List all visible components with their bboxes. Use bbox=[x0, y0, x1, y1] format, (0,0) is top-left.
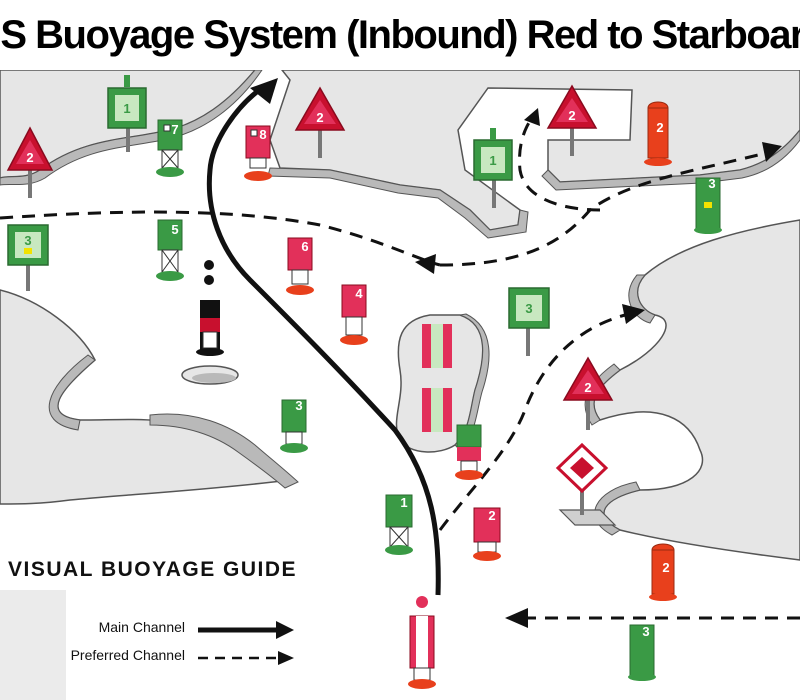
buoy-number: 7 bbox=[171, 122, 178, 137]
daybeacon-green-1-pier: 1 bbox=[473, 128, 513, 208]
buoy-number: 6 bbox=[301, 239, 308, 254]
can-buoy-green-3-southeast: 3 bbox=[628, 624, 656, 681]
buoy-number: 3 bbox=[642, 624, 649, 639]
preferred-pier-arrowhead bbox=[524, 108, 540, 126]
nun-buoy-red-4: 4 bbox=[340, 284, 368, 345]
shore-west-spit bbox=[149, 413, 299, 489]
can-buoy-green-3: 3 bbox=[280, 398, 308, 453]
channel-entrance-buoy bbox=[408, 596, 436, 689]
preferred-ne-arrowhead bbox=[762, 142, 782, 162]
shore-pier-ne bbox=[541, 129, 800, 191]
range-markers bbox=[422, 324, 452, 432]
main-channel-arrowhead bbox=[250, 78, 278, 104]
shore-west-inner bbox=[48, 354, 96, 431]
daybeacon-green-3-island: 3 bbox=[508, 287, 550, 356]
buoy-number: 5 bbox=[171, 222, 178, 237]
preferred-channel-west bbox=[0, 210, 441, 267]
buoy-number: 2 bbox=[568, 108, 575, 123]
daybeacon-green-3-west: 3 bbox=[7, 224, 49, 291]
buoy-number: 3 bbox=[24, 233, 31, 248]
nun-buoy-red-2: 2 bbox=[473, 507, 501, 561]
routes bbox=[0, 78, 800, 628]
buoy-number: 2 bbox=[656, 120, 663, 135]
preferred-channel-east bbox=[438, 313, 626, 531]
preferred-west-arrowhead bbox=[415, 254, 436, 274]
junction-buoy bbox=[455, 424, 483, 480]
visual-buoyage-guide-label: VISUAL BUOYAGE GUIDE bbox=[8, 558, 297, 581]
buoy-number: 1 bbox=[400, 495, 407, 510]
legend-preferred-channel-arrow bbox=[278, 651, 294, 665]
daybeacon-green-1-northwest: 1 bbox=[107, 75, 147, 152]
can-buoy-green-3-northeast: 3 bbox=[694, 176, 722, 234]
nun-buoy-red-8: 8 bbox=[244, 125, 272, 181]
land-masses bbox=[0, 70, 800, 561]
legend-panel bbox=[0, 590, 66, 700]
page-title: US Buoyage System (Inbound) Red to Starb… bbox=[0, 12, 800, 57]
legend-main-channel-arrow bbox=[276, 621, 294, 639]
buoy-number: 1 bbox=[123, 101, 130, 116]
buoy-number: 3 bbox=[708, 176, 715, 191]
buoy-number: 2 bbox=[26, 150, 33, 165]
buoy-number: 3 bbox=[525, 301, 532, 316]
legend-main-channel-label: Main Channel bbox=[99, 619, 185, 635]
preferred-south-arrowhead bbox=[505, 608, 528, 628]
daybeacon-red-2-northwest: 2 bbox=[6, 126, 54, 198]
main-channel-route bbox=[206, 85, 441, 596]
buoy-number: 2 bbox=[584, 380, 591, 395]
isolated-danger-buoy bbox=[196, 260, 224, 356]
buoy-number: 2 bbox=[488, 508, 495, 523]
shore-north-pier bbox=[267, 167, 529, 239]
shoal-rock-shore bbox=[192, 373, 236, 383]
shore-island bbox=[454, 313, 490, 451]
daybeacon-red-2-east-pier: 2 bbox=[546, 84, 598, 156]
daybeacon-red-2-pier: 2 bbox=[294, 86, 346, 158]
can-buoy-green-5: 5 bbox=[156, 219, 184, 281]
land-east bbox=[593, 219, 800, 561]
can-buoy-green-7: 7 bbox=[156, 119, 184, 177]
buoy-number: 4 bbox=[355, 286, 363, 301]
buoy-number: 2 bbox=[316, 110, 323, 125]
buoy-number: 1 bbox=[489, 153, 496, 168]
safe-water-diamond bbox=[555, 442, 609, 515]
can-buoy-green-1: 1 bbox=[385, 494, 413, 555]
buoy-number: 3 bbox=[295, 398, 302, 413]
nun-buoy-red-6: 6 bbox=[286, 237, 314, 295]
nun-buoy-orange-2-northeast: 2 bbox=[644, 101, 672, 166]
legend-preferred-channel-label: Preferred Channel bbox=[71, 647, 185, 663]
land-southeast-pier bbox=[558, 509, 617, 526]
nun-buoy-orange-2-southeast: 2 bbox=[649, 543, 677, 601]
daybeacon-red-2-east: 2 bbox=[562, 356, 614, 430]
buoyage-map: 1 2 7 8 bbox=[0, 70, 800, 700]
preferred-east-arrowhead bbox=[622, 304, 645, 324]
buoy-number: 2 bbox=[662, 560, 669, 575]
buoy-number: 8 bbox=[259, 127, 266, 142]
land-west bbox=[0, 289, 292, 505]
legend: Main Channel Preferred Channel bbox=[0, 590, 294, 700]
preferred-channel-pier bbox=[518, 117, 601, 212]
markers: 1 2 7 8 bbox=[6, 75, 722, 689]
